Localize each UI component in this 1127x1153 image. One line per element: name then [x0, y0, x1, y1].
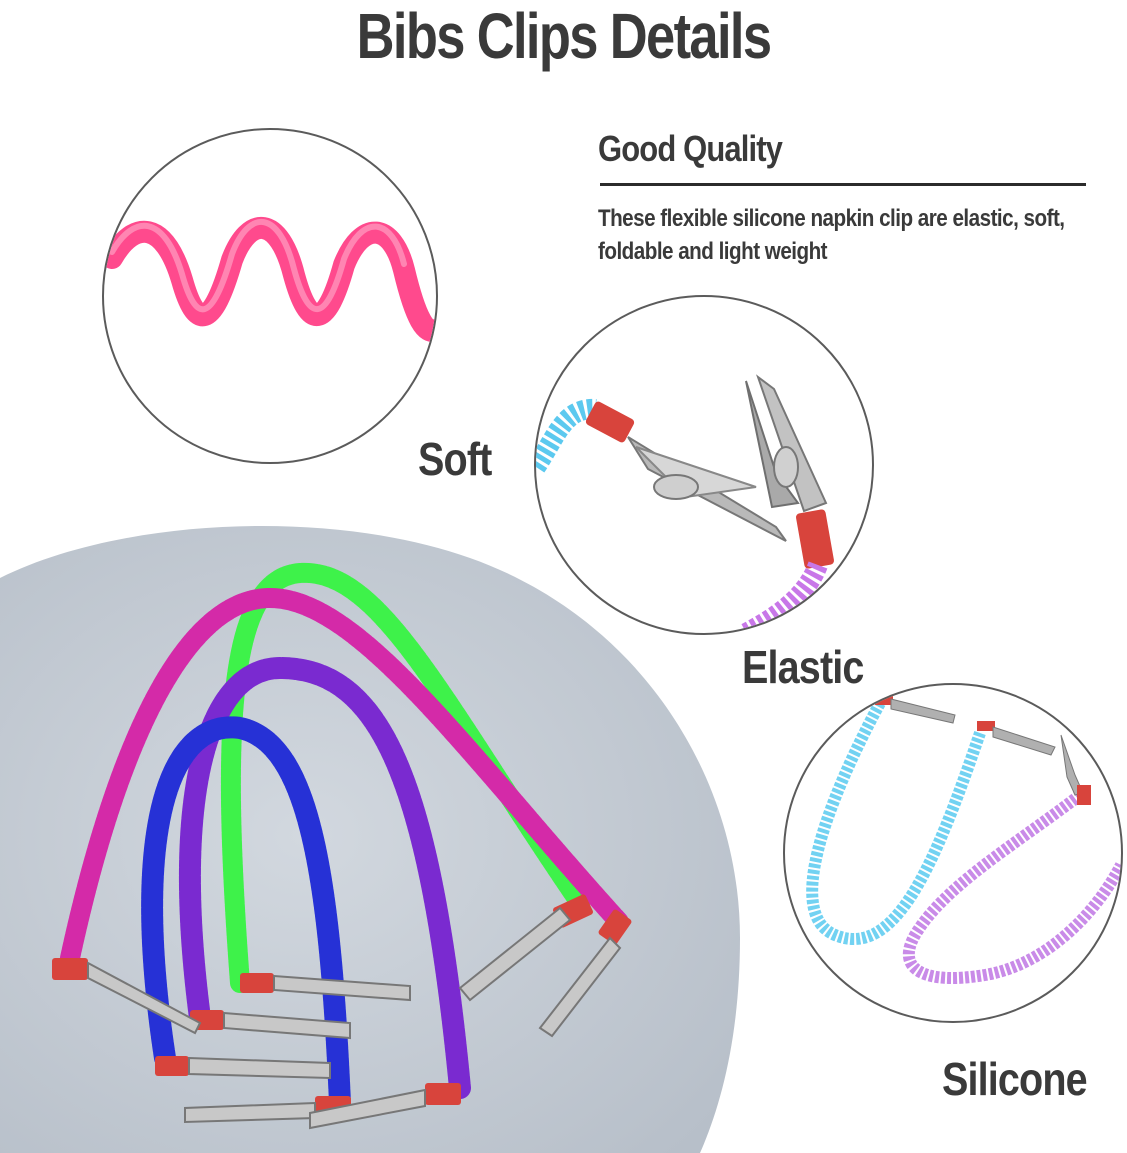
silicone-chains-illustration	[806, 695, 1121, 984]
silicone-label: Silicone	[942, 1053, 1088, 1105]
bib-clips-product-illustration	[0, 525, 740, 1153]
heading-divider	[600, 183, 1086, 186]
soft-closeup-image	[102, 128, 438, 464]
feature-heading: Good Quality	[598, 128, 783, 169]
page-title: Bibs Clips Details	[356, 0, 772, 72]
soft-label: Soft	[418, 433, 492, 485]
feature-description: These flexible silicone napkin clip are …	[598, 205, 1065, 265]
elastic-label: Elastic	[742, 641, 864, 693]
silicone-closeup-image	[783, 683, 1123, 1023]
pink-coil-illustration	[104, 217, 436, 342]
product-photo	[0, 518, 760, 1153]
